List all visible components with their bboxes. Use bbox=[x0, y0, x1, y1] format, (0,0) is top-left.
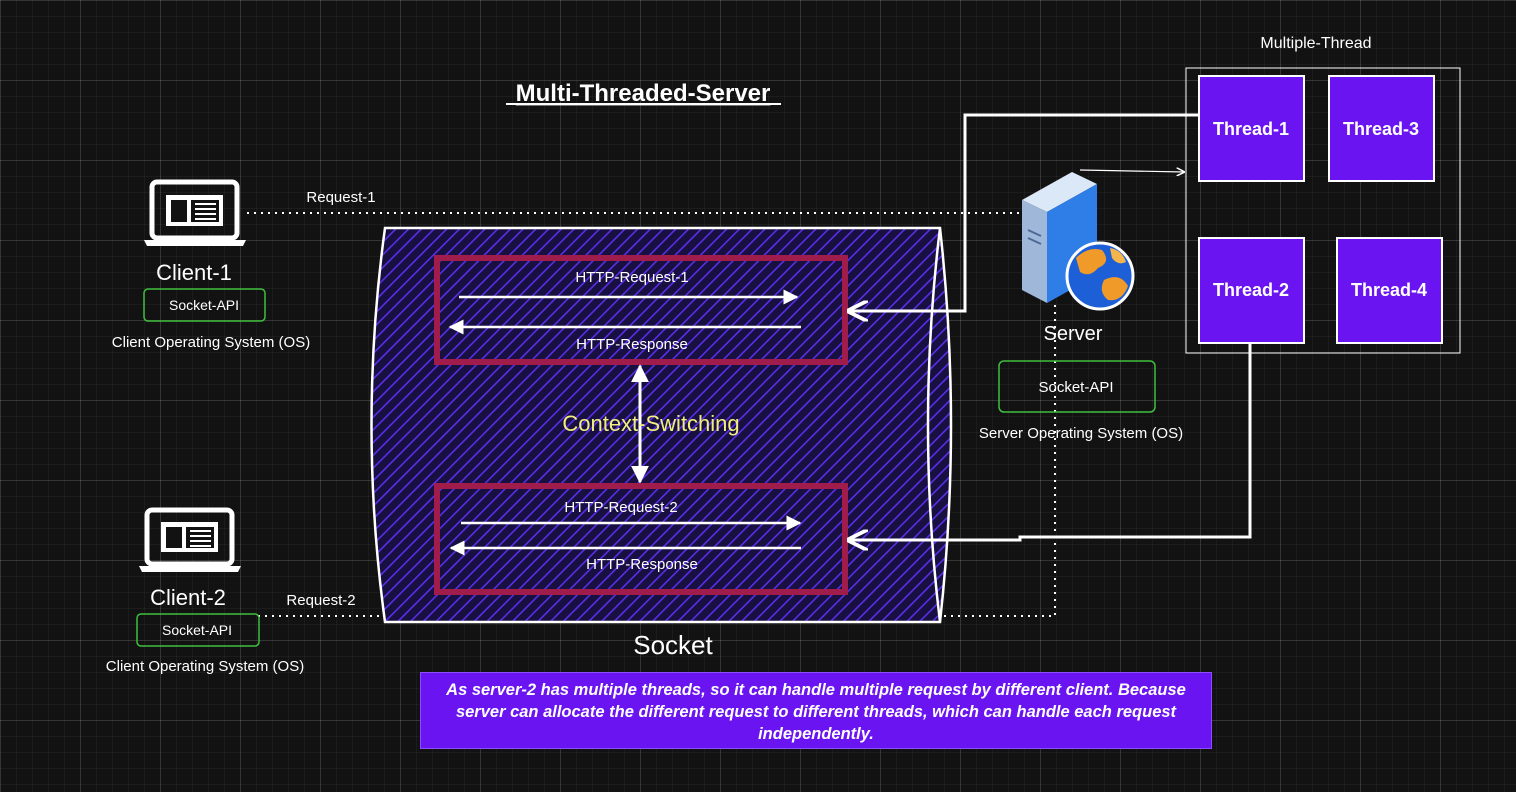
client-2-name: Client-2 bbox=[150, 585, 226, 610]
server-to-threads-arrow bbox=[1079, 170, 1184, 172]
diagram-title: Multi-Threaded-Server bbox=[516, 80, 771, 107]
thread-4-box: Thread-4 bbox=[1336, 237, 1443, 344]
client-2-os-label: Client Operating System (OS) bbox=[106, 658, 304, 675]
client-2-laptop-icon bbox=[139, 507, 241, 572]
http-request-2-label: HTTP-Request-2 bbox=[564, 499, 677, 516]
server-socket-api-box bbox=[998, 360, 1156, 413]
thread-3-label: Thread-3 bbox=[1343, 119, 1419, 139]
thread-1-connector bbox=[849, 113, 1200, 311]
thread-1-box: Thread-1 bbox=[1198, 75, 1305, 182]
client-1-os-label: Client Operating System (OS) bbox=[112, 334, 310, 351]
client-1-name: Client-1 bbox=[156, 260, 232, 285]
http-response-1-label: HTTP-Response bbox=[576, 336, 688, 353]
server-socket-api-label: Socket-API bbox=[1038, 379, 1113, 396]
client-2-socket-api-box bbox=[136, 613, 260, 647]
http-request-1-label: HTTP-Request-1 bbox=[575, 269, 688, 286]
thread-group-label: Multiple-Thread bbox=[1260, 35, 1371, 52]
client-1-socket-api-label: Socket-API bbox=[169, 297, 239, 313]
thread-2-connector bbox=[849, 344, 1252, 540]
server-os-label: Server Operating System (OS) bbox=[979, 425, 1183, 442]
server-label: Server bbox=[1044, 323, 1103, 345]
client-2-socket-api-label: Socket-API bbox=[162, 622, 232, 638]
thread-1-label: Thread-1 bbox=[1213, 119, 1289, 139]
request-1-label: Request-1 bbox=[306, 189, 375, 206]
thread-3-box: Thread-3 bbox=[1328, 75, 1435, 182]
client-1-socket-api-box bbox=[143, 288, 266, 322]
context-switching-label: Context-Switching bbox=[562, 411, 739, 436]
explanation-note: As server-2 has multiple threads, so it … bbox=[420, 672, 1212, 749]
channel-1-box bbox=[434, 255, 848, 365]
server-icon bbox=[1022, 172, 1135, 311]
thread-4-label: Thread-4 bbox=[1351, 280, 1427, 300]
socket-label: Socket bbox=[633, 630, 713, 660]
request-2-label: Request-2 bbox=[286, 592, 355, 609]
thread-2-label: Thread-2 bbox=[1213, 280, 1289, 300]
channel-2-box bbox=[434, 483, 848, 595]
client-1-laptop-icon bbox=[144, 179, 246, 246]
http-response-2-label: HTTP-Response bbox=[586, 556, 698, 573]
thread-group-box bbox=[1185, 67, 1461, 354]
thread-2-box: Thread-2 bbox=[1198, 237, 1305, 344]
